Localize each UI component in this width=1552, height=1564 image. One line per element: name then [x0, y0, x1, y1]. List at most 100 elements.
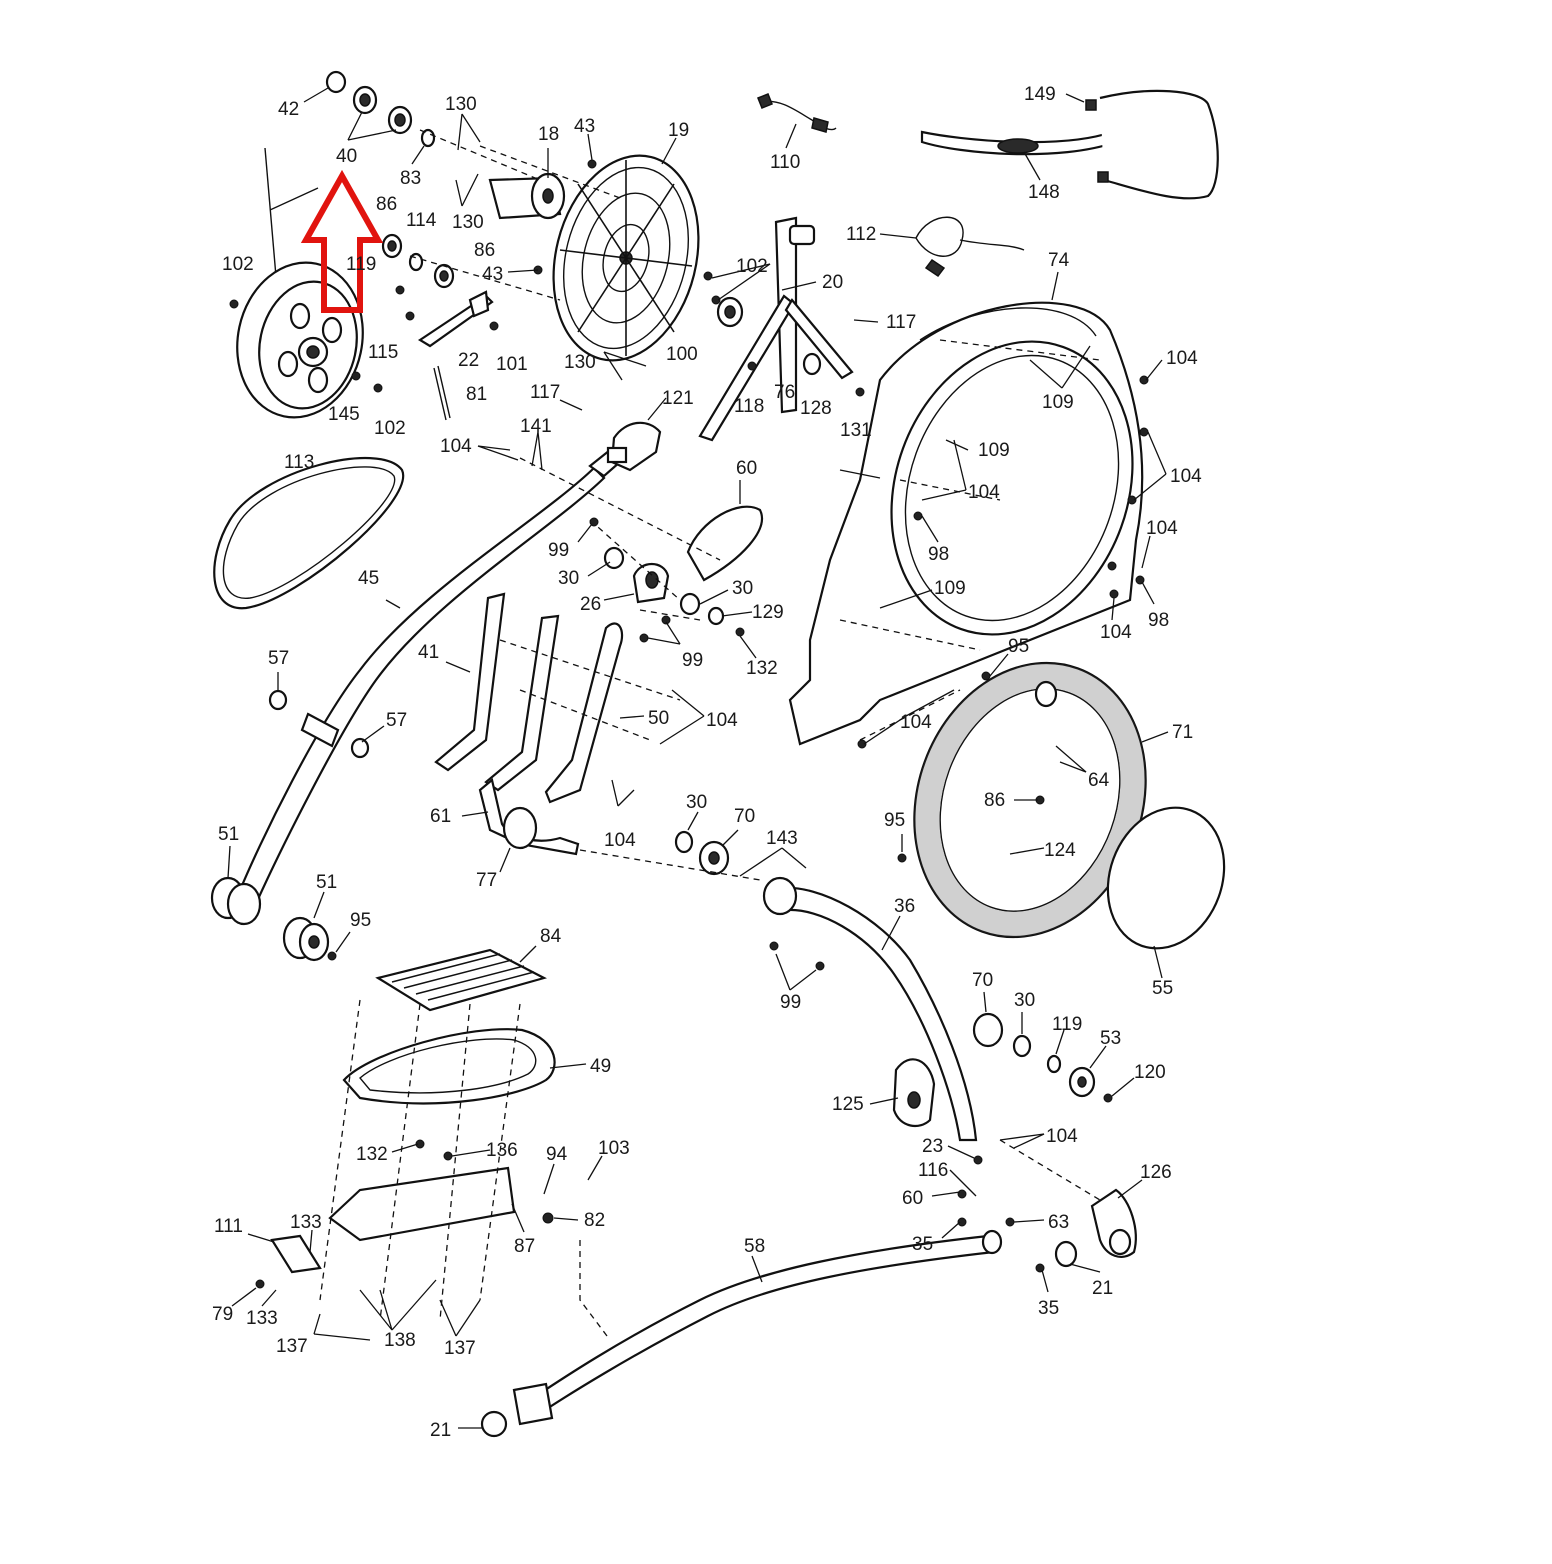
callout-130-b: 130	[452, 212, 484, 233]
assembly-lines	[319, 129, 1101, 1341]
callout-111: 111	[214, 1216, 243, 1237]
callout-109-a: 109	[1042, 392, 1074, 413]
gear-front	[674, 830, 730, 876]
callout-113: 113	[284, 452, 314, 473]
callout-84: 84	[540, 926, 562, 947]
callout-137-b: 137	[444, 1338, 476, 1359]
callout-104-g: 104	[706, 710, 738, 731]
callout-35-a: 35	[912, 1234, 933, 1255]
handle-grips	[434, 592, 624, 804]
callout-40: 40	[336, 146, 357, 167]
drive-belt	[213, 456, 405, 610]
shroud-frame	[788, 301, 1144, 746]
callout-141: 141	[520, 416, 552, 437]
callout-86-a: 86	[376, 194, 397, 215]
callout-71: 71	[1172, 722, 1193, 743]
leader-lines	[227, 87, 1169, 1429]
callout-104-d: 104	[1170, 466, 1202, 487]
callout-51-b: 51	[316, 872, 337, 893]
callout-128: 128	[800, 398, 832, 419]
callout-117-a: 117	[886, 312, 916, 333]
callout-57-a: 57	[268, 648, 289, 669]
disc-ring	[1106, 806, 1226, 950]
chest-strap	[920, 130, 1118, 156]
pedal-arm	[480, 1229, 1078, 1438]
callout-104-h: 104	[900, 712, 932, 733]
callout-104-e: 104	[1146, 518, 1178, 539]
callout-119-b: 119	[1052, 1014, 1082, 1035]
callout-104-b: 104	[440, 436, 472, 457]
callout-98-b: 98	[1148, 610, 1169, 631]
elastic-strap	[1085, 89, 1219, 200]
upright-frame	[698, 216, 854, 442]
callout-137-a: 137	[276, 1336, 308, 1357]
callout-129: 129	[752, 602, 784, 623]
callout-81: 81	[466, 384, 487, 405]
callout-130-a: 130	[445, 94, 477, 115]
callout-102-c: 102	[374, 418, 406, 439]
callout-30-d: 30	[1014, 990, 1035, 1011]
callout-51-a: 51	[218, 824, 239, 845]
callout-109-b: 109	[978, 440, 1010, 461]
callout-45: 45	[358, 568, 379, 589]
callout-30-a: 30	[558, 568, 579, 589]
callout-53: 53	[1100, 1028, 1121, 1049]
callout-35-b: 35	[1038, 1298, 1059, 1319]
callout-70-b: 70	[972, 970, 993, 991]
side-disc	[913, 661, 1147, 939]
callout-104-f: 104	[1100, 622, 1132, 643]
callout-57-b: 57	[386, 710, 407, 731]
callout-63: 63	[1048, 1212, 1069, 1233]
callout-100: 100	[666, 344, 698, 365]
callout-120: 120	[1134, 1062, 1166, 1083]
callout-30-b: 30	[732, 578, 753, 599]
callout-110: 110	[770, 152, 800, 173]
callout-133-a: 133	[290, 1212, 322, 1233]
callout-124: 124	[1044, 840, 1076, 861]
callout-76: 76	[774, 382, 795, 403]
callout-77: 77	[476, 870, 497, 891]
callout-104-i: 104	[604, 830, 636, 851]
sensor-wire	[757, 93, 837, 133]
callout-43-a: 43	[574, 116, 595, 137]
callout-145: 145	[328, 404, 360, 425]
callout-58: 58	[744, 1236, 765, 1257]
callout-104-a: 104	[1166, 348, 1198, 369]
callout-148: 148	[1028, 182, 1060, 203]
fan-disc	[552, 154, 700, 362]
callout-23: 23	[922, 1136, 943, 1157]
callout-20: 20	[822, 272, 843, 293]
crank-bracket	[892, 1058, 936, 1128]
bushings-upper	[716, 296, 822, 376]
axle	[488, 172, 566, 220]
callout-133-b: 133	[246, 1308, 278, 1329]
callout-labels: 42 40 83 130 18 43 19 110 149 148 86 114…	[212, 84, 1202, 1441]
callout-83: 83	[400, 168, 421, 189]
callout-21-b: 21	[430, 1420, 451, 1441]
callout-118: 118	[734, 396, 764, 417]
callout-95-b: 95	[884, 810, 905, 831]
callout-136: 136	[486, 1140, 518, 1161]
callout-95-a: 95	[1008, 636, 1029, 657]
callout-42: 42	[278, 99, 299, 120]
callout-103: 103	[598, 1138, 630, 1159]
callout-109-c: 109	[934, 578, 966, 599]
callout-55: 55	[1152, 978, 1173, 999]
callout-94: 94	[546, 1144, 568, 1165]
pedal-base	[270, 1166, 516, 1274]
idler-bracket	[417, 290, 494, 421]
callout-64: 64	[1088, 770, 1110, 791]
callout-19: 19	[668, 120, 689, 141]
wheels	[210, 876, 330, 962]
bearings-top	[325, 70, 436, 148]
callout-98-a: 98	[928, 544, 949, 565]
power-cord	[915, 216, 1025, 278]
callout-99-a: 99	[548, 540, 569, 561]
callout-115: 115	[368, 342, 398, 363]
callout-101: 101	[496, 354, 528, 375]
crank-arm	[762, 876, 978, 1142]
yoke-bracket	[606, 421, 662, 472]
callout-117-b: 117	[530, 382, 560, 403]
callout-99-c: 99	[780, 992, 801, 1013]
